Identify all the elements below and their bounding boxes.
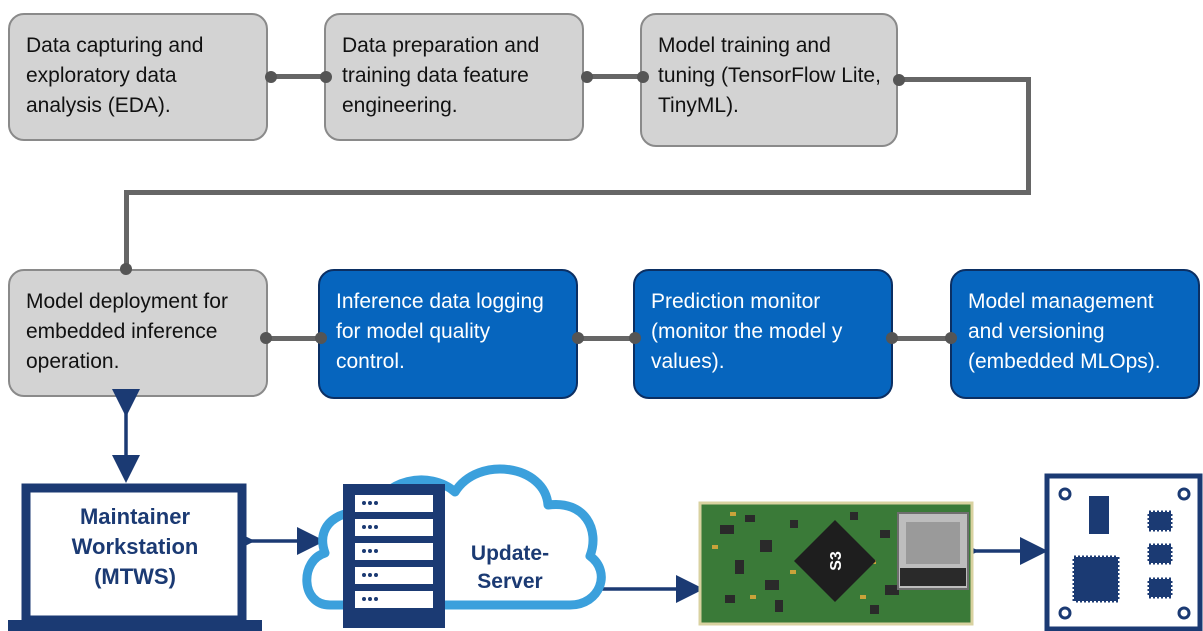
connector-dot	[320, 71, 332, 83]
connector-s6-s7	[893, 336, 955, 341]
step-prediction-monitor: Prediction monitor (monitor the model y …	[633, 269, 893, 399]
step-model-deployment-text: Model deployment for embedded inference …	[26, 290, 228, 373]
step-model-training-text: Model training and tuning (TensorFlow Li…	[658, 34, 881, 117]
connector-right-down	[1026, 77, 1031, 194]
step-data-preparation: Data preparation and training data featu…	[324, 13, 584, 141]
connector-dot	[893, 74, 905, 86]
connector-dot	[637, 71, 649, 83]
connector-dot	[945, 332, 957, 344]
step-data-capturing-text: Data capturing and exploratory data anal…	[26, 34, 204, 117]
connector-s2-s3	[585, 74, 641, 79]
chip-label: S3	[828, 551, 845, 571]
step-prediction-monitor-text: Prediction monitor (monitor the model y …	[651, 290, 843, 373]
connector-s3-right	[898, 77, 1030, 82]
step-model-management: Model management and versioning (embedde…	[950, 269, 1200, 399]
server-rack-icon	[343, 484, 445, 628]
workstation-label: Maintainer Workstation (MTWS)	[71, 504, 199, 589]
connector-dot	[629, 332, 641, 344]
connector-across	[124, 190, 1031, 195]
step-model-management-text: Model management and versioning (embedde…	[968, 290, 1161, 373]
connector-s1-s2	[270, 74, 326, 79]
connector-s5-s6	[578, 336, 640, 341]
connector-dot	[572, 332, 584, 344]
connector-dot	[886, 332, 898, 344]
connector-left-down	[124, 190, 129, 270]
connector-dot	[315, 332, 327, 344]
step-inference-logging-text: Inference data logging for model quality…	[336, 290, 544, 373]
step-model-deployment: Model deployment for embedded inference …	[8, 269, 268, 397]
connector-dot	[265, 71, 277, 83]
laptop-screen-icon	[21, 483, 247, 625]
step-inference-logging: Inference data logging for model quality…	[318, 269, 578, 399]
update-server-label: Update-Server	[470, 542, 550, 593]
connector-dot	[260, 332, 272, 344]
step-data-capturing: Data capturing and exploratory data anal…	[8, 13, 268, 141]
step-model-training: Model training and tuning (TensorFlow Li…	[640, 13, 898, 147]
module-card-icon	[1044, 473, 1203, 631]
laptop-base-icon	[8, 620, 262, 631]
embedded-board-image	[698, 501, 974, 626]
connector-s4-s5	[266, 336, 328, 341]
connector-dot	[581, 71, 593, 83]
connector-dot	[120, 263, 132, 275]
step-data-preparation-text: Data preparation and training data featu…	[342, 34, 540, 117]
